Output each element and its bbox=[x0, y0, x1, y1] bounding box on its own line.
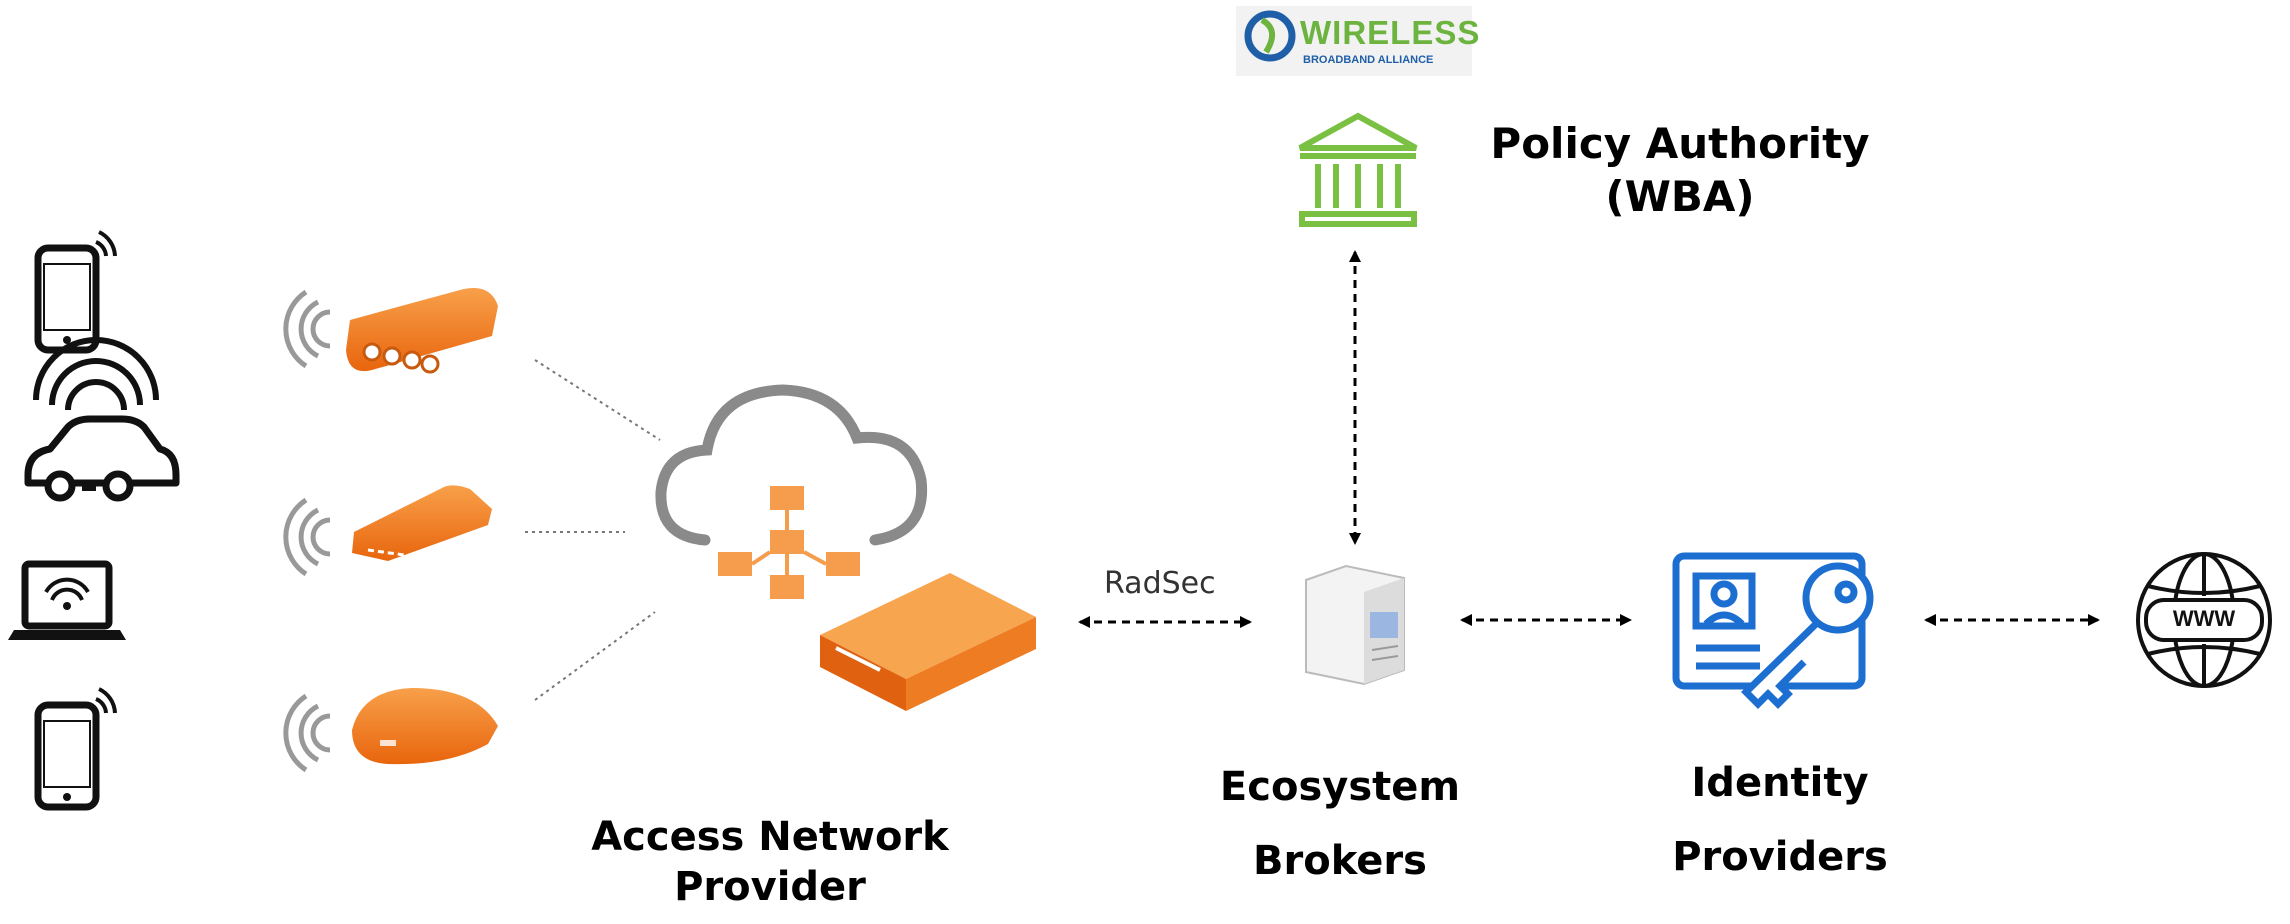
eco-label-line1: Ecosystem bbox=[1219, 764, 1461, 810]
idp-label-line2: Providers bbox=[1672, 834, 1888, 880]
www-globe-icon bbox=[2136, 552, 2272, 688]
identity-providers-label: Identity Providers bbox=[1610, 746, 1950, 894]
server-icon bbox=[1305, 564, 1405, 686]
logo-subtitle: BROADBAND ALLIANCE bbox=[1303, 54, 1434, 66]
idp-label-line1: Identity bbox=[1691, 760, 1869, 806]
network-controller-icon bbox=[820, 573, 1036, 711]
wifi-signal-icon bbox=[283, 693, 331, 773]
access-network-provider-label: Access Network Provider bbox=[560, 812, 980, 912]
connected-car-icon bbox=[24, 337, 180, 502]
eco-label-line2: Brokers bbox=[1253, 838, 1427, 884]
access-point-icon bbox=[346, 288, 498, 374]
access-point-icon bbox=[352, 688, 498, 765]
wifi-signal-icon bbox=[283, 289, 331, 369]
radsec-label: RadSec bbox=[1104, 566, 1216, 601]
smartphone-icon bbox=[34, 230, 117, 354]
wireless-broadband-alliance-logo bbox=[1236, 6, 1472, 76]
www-text: WWW bbox=[2172, 606, 2236, 631]
id-card-key-icon bbox=[1672, 552, 1874, 709]
policy-authority-label: Policy Authority (WBA) bbox=[1470, 118, 1890, 223]
government-building-icon bbox=[1298, 112, 1418, 227]
access-point-icon bbox=[352, 485, 492, 561]
policy-label-line1: Policy Authority bbox=[1490, 119, 1870, 168]
ecosystem-brokers-label: Ecosystem Brokers bbox=[1170, 750, 1510, 898]
wifi-signal-icon bbox=[283, 497, 331, 577]
logo-wordmark: WIRELESS bbox=[1300, 14, 1481, 51]
anp-label-line1: Access Network bbox=[591, 814, 949, 860]
laptop-wifi-icon bbox=[8, 560, 126, 640]
smartphone-icon bbox=[34, 687, 117, 811]
policy-label-line2: (WBA) bbox=[1605, 171, 1755, 221]
link-line bbox=[525, 359, 661, 701]
cloud-network-icon bbox=[655, 384, 928, 599]
anp-label-line2: Provider bbox=[674, 864, 866, 910]
